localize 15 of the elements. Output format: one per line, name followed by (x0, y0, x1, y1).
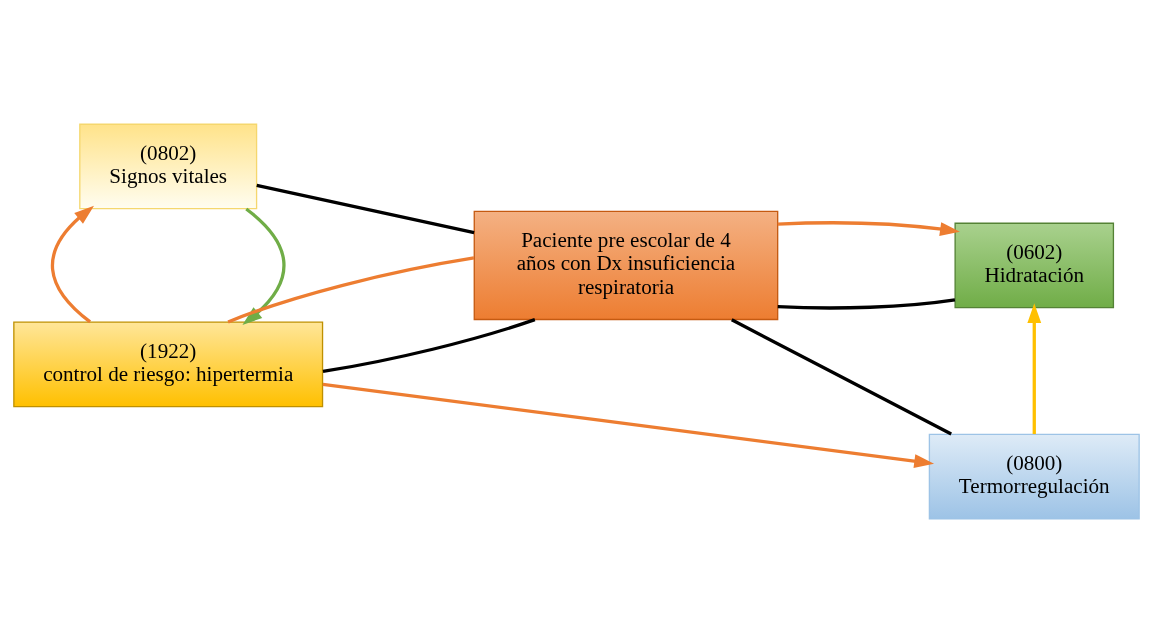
arrow (51, 205, 94, 323)
arrow (777, 220, 960, 236)
connector (227, 255, 475, 324)
connector (256, 183, 475, 234)
connector (731, 317, 952, 435)
arrow (242, 207, 286, 325)
connector (777, 297, 956, 310)
arrow (1027, 302, 1042, 434)
node-box: (1922) control de riesgo: hipertermia (13, 321, 324, 407)
arrow (322, 382, 935, 468)
node-box: (0800) Termorregulación (928, 433, 1140, 519)
node-box: Paciente pre escolar de 4 años con Dx insuficiencia respiratoria (473, 210, 779, 320)
connector (322, 317, 536, 373)
node-box: (0602) Hidratación (954, 222, 1115, 308)
node-box: (0802) Signos vitales (79, 123, 258, 209)
